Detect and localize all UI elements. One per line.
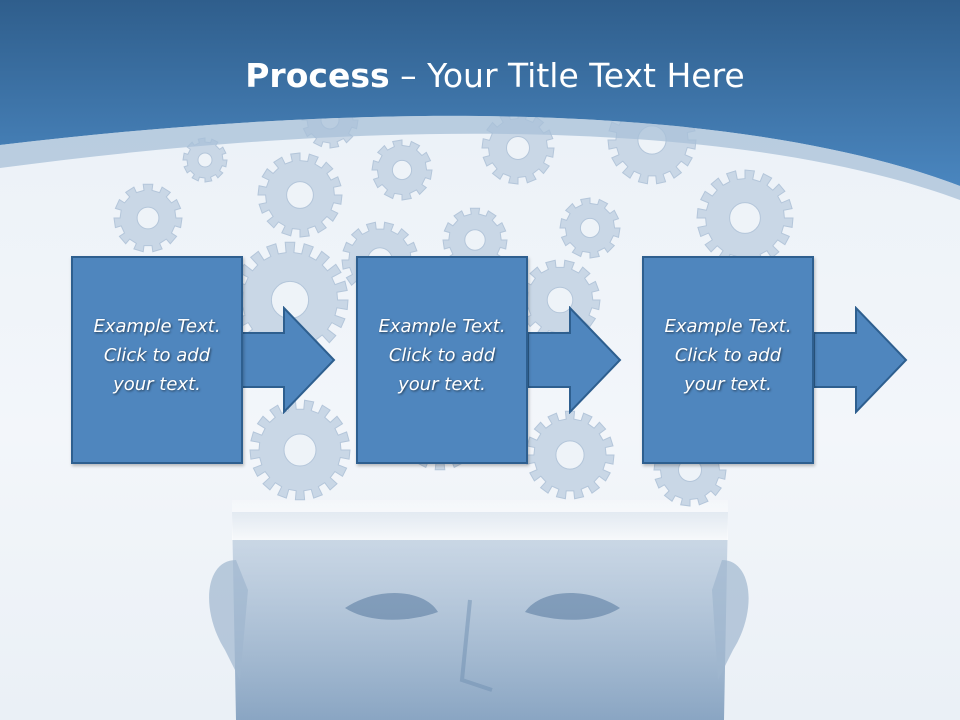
process-step-1[interactable]: Example Text. Click to add your text. xyxy=(71,256,243,464)
gear-hub xyxy=(197,152,213,168)
title-rest: – Your Title Text Here xyxy=(389,56,745,95)
step-1-line-1: Example Text. xyxy=(93,316,221,337)
step-3-line-1: Example Text. xyxy=(664,316,792,337)
gear-hub xyxy=(286,181,314,209)
header-band xyxy=(0,0,960,200)
gear-hub xyxy=(546,286,574,314)
gear-hub xyxy=(391,159,413,181)
slide-title[interactable]: Process – Your Title Text Here xyxy=(0,56,960,96)
gear-hub xyxy=(579,217,601,239)
arrow-right-icon xyxy=(813,306,908,414)
gear-hub xyxy=(283,433,317,467)
gear-hub xyxy=(729,202,761,234)
title-bold: Process xyxy=(245,56,390,95)
step-1-line-2: Click to add xyxy=(103,345,211,366)
step-2-line-2: Click to add xyxy=(388,345,496,366)
arrow-right-icon xyxy=(527,306,622,414)
step-3-line-3: your text. xyxy=(684,374,772,395)
step-2-line-1: Example Text. xyxy=(378,316,506,337)
step-2-text[interactable]: Example Text. Click to add your text. xyxy=(358,312,526,399)
gear-hub xyxy=(555,440,585,470)
step-3-text[interactable]: Example Text. Click to add your text. xyxy=(644,312,812,399)
process-step-3[interactable]: Example Text. Click to add your text. xyxy=(642,256,814,464)
step-1-text[interactable]: Example Text. Click to add your text. xyxy=(73,312,241,399)
gear-hub xyxy=(136,206,160,230)
head-silhouette xyxy=(209,500,749,720)
step-2-line-3: your text. xyxy=(398,374,486,395)
step-3-line-2: Click to add xyxy=(674,345,782,366)
step-1-line-3: your text. xyxy=(113,374,201,395)
arrow-right-icon xyxy=(241,306,336,414)
gear-hub xyxy=(464,229,486,251)
process-step-2[interactable]: Example Text. Click to add your text. xyxy=(356,256,528,464)
gear-hub xyxy=(506,136,530,160)
